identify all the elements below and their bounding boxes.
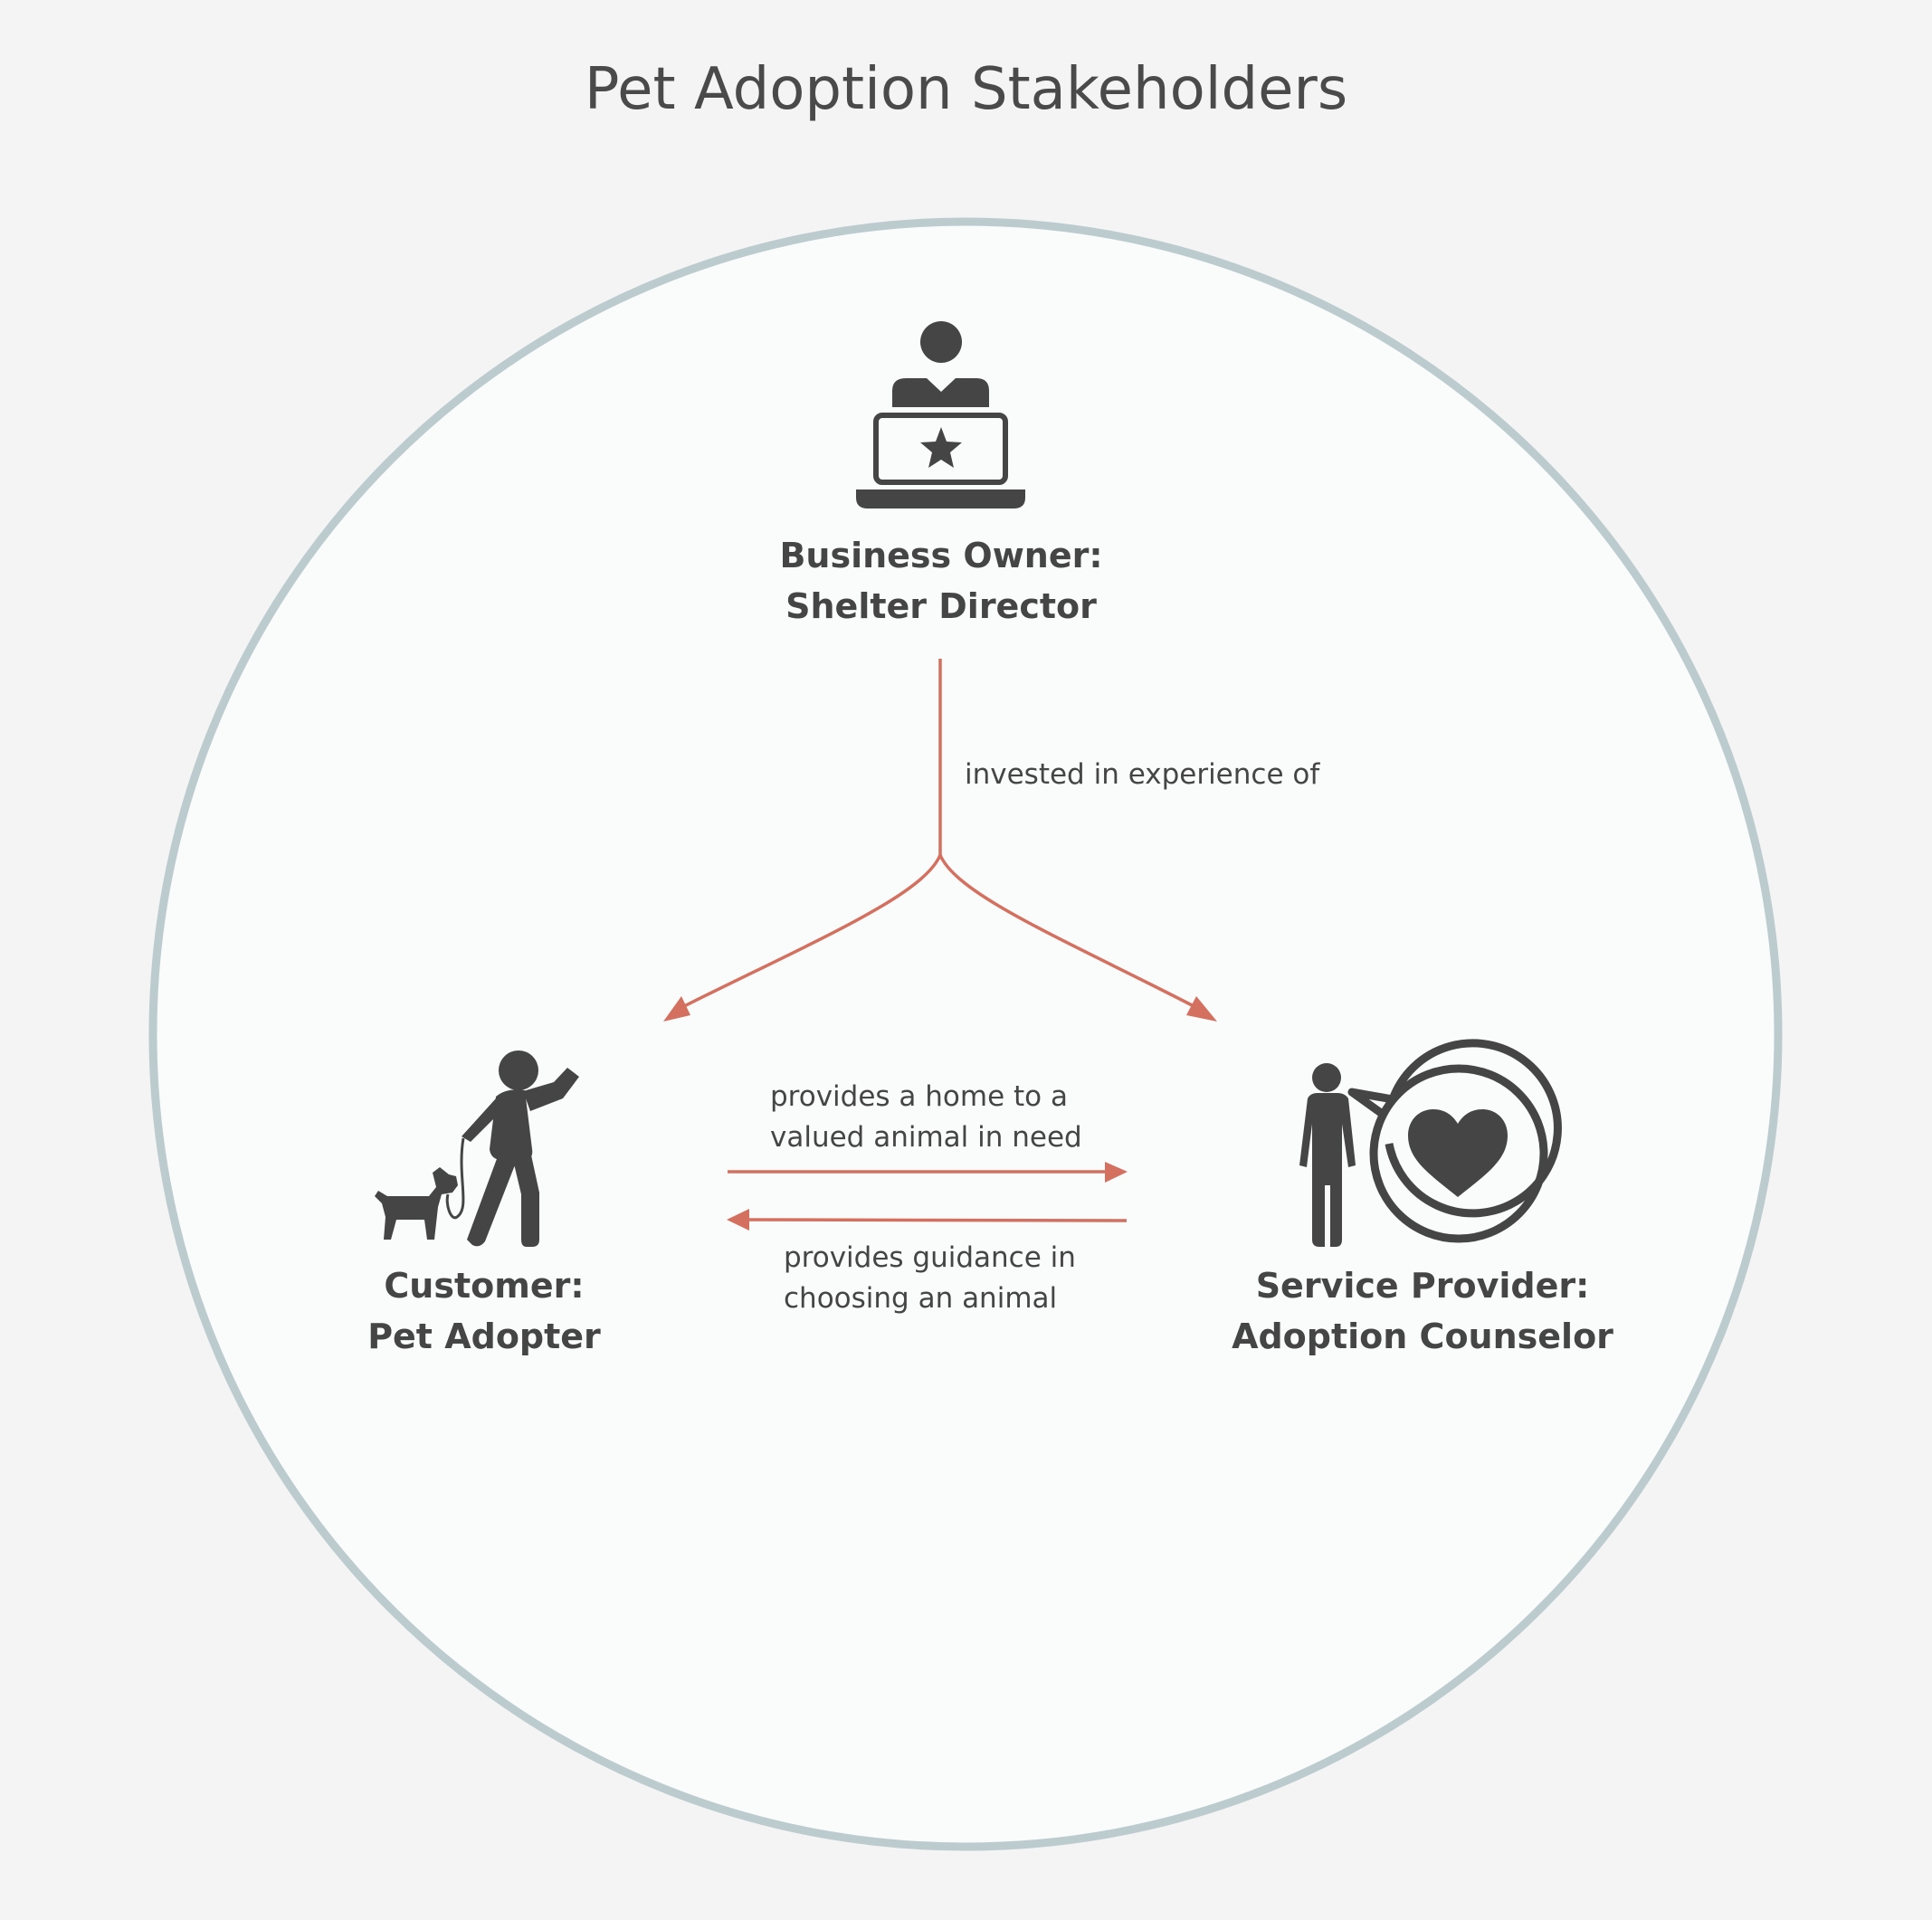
business-owner-role: Business Owner: — [779, 536, 1103, 575]
provider-to-customer-arrow — [745, 1218, 1128, 1222]
owner-to-customer-arrowhead — [663, 996, 690, 1022]
customer-to-provider-line1: provides a home to a — [770, 1080, 1068, 1113]
owner-to-provider-arrow — [938, 854, 1200, 1011]
provider-to-customer-line1: provides guidance in — [784, 1241, 1076, 1274]
owner-to-provider-arrowhead — [1186, 996, 1217, 1022]
service-provider-role: Service Provider: — [1255, 1266, 1590, 1306]
provider-to-customer-label: provides guidance in choosing an animal — [784, 1238, 1076, 1319]
business-owner-label: Business Owner: Shelter Director — [760, 530, 1122, 632]
business-owner-name: Shelter Director — [785, 586, 1097, 626]
provider-to-customer-line2: choosing an animal — [784, 1282, 1058, 1315]
customer-to-provider-arrowhead — [1105, 1162, 1128, 1183]
customer-to-provider-line2: valued animal in need — [770, 1121, 1082, 1154]
person-laptop-star-icon — [856, 321, 1025, 509]
person-speech-heart-icon — [1299, 1039, 1562, 1247]
owner-edge-label: invested in experience of — [965, 758, 1320, 791]
provider-to-customer-arrowhead — [727, 1209, 749, 1231]
service-provider-label: Service Provider: Adoption Counselor — [1214, 1260, 1631, 1362]
customer-name: Pet Adopter — [367, 1316, 601, 1356]
stakeholder-boundary-circle — [148, 217, 1783, 1851]
customer-label: Customer: Pet Adopter — [303, 1260, 665, 1362]
service-provider-name: Adoption Counselor — [1232, 1316, 1613, 1356]
customer-to-provider-label: provides a home to a valued animal in ne… — [770, 1077, 1082, 1158]
diagram-title: Pet Adoption Stakeholders — [584, 56, 1348, 123]
person-walking-dog-icon — [375, 1050, 579, 1247]
owner-to-customer-arrow — [678, 854, 942, 1011]
customer-role: Customer: — [384, 1266, 585, 1306]
